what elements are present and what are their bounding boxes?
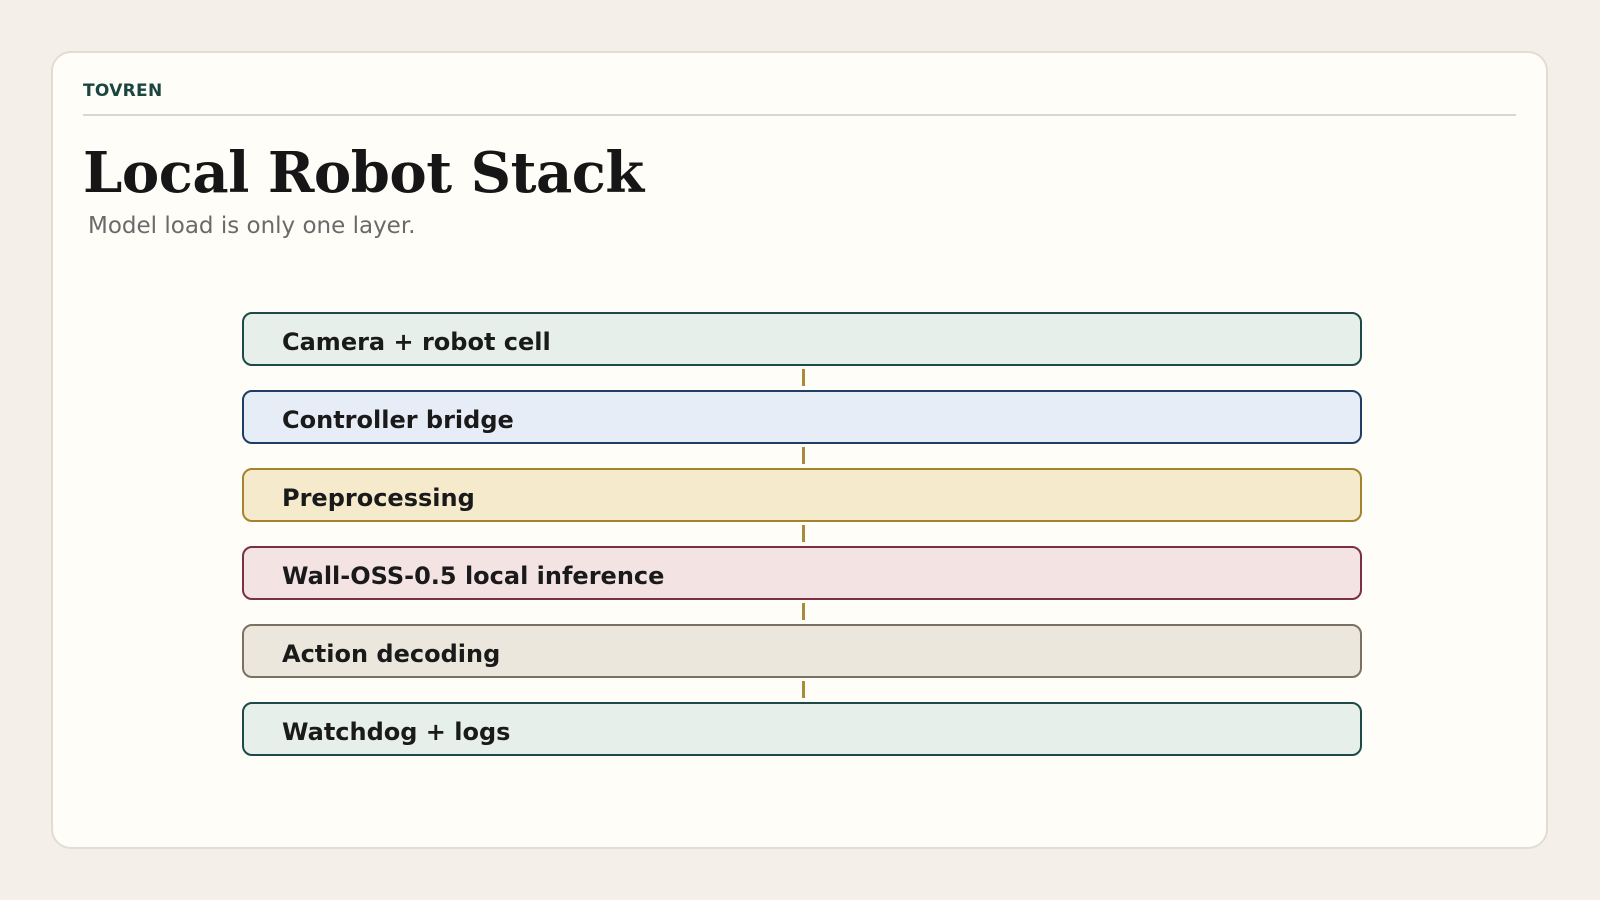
page-title: Local Robot Stack	[83, 140, 644, 206]
robot-stack-diagram: Camera + robot cell Controller bridge Pr…	[242, 312, 1362, 756]
layer-action-decoding: Action decoding	[242, 624, 1362, 678]
layer-connector	[242, 366, 1362, 390]
layer-connector	[242, 522, 1362, 546]
layer-local-inference: Wall-OSS-0.5 local inference	[242, 546, 1362, 600]
layer-watchdog-logs: Watchdog + logs	[242, 702, 1362, 756]
layer-camera-robot-cell: Camera + robot cell	[242, 312, 1362, 366]
layer-connector	[242, 444, 1362, 468]
layer-connector	[242, 600, 1362, 624]
header-divider	[83, 114, 1516, 116]
layer-preprocessing: Preprocessing	[242, 468, 1362, 522]
page-subtitle: Model load is only one layer.	[88, 213, 416, 239]
layer-controller-bridge: Controller bridge	[242, 390, 1362, 444]
brand-label: TOVREN	[83, 81, 163, 101]
slide-card: TOVREN Local Robot Stack Model load is o…	[51, 51, 1548, 849]
layer-connector	[242, 678, 1362, 702]
